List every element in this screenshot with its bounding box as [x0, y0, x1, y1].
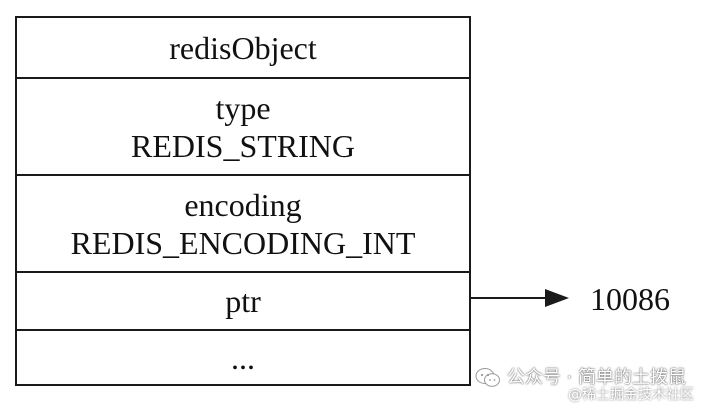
watermark: 公众号 · 简单的土拨鼠: [475, 367, 686, 389]
field-header: redisObject: [17, 18, 469, 79]
pointer-target-value: 10086: [590, 281, 670, 317]
watermark-text: 公众号 · 简单的土拨鼠: [506, 367, 686, 388]
wechat-icon: [475, 367, 501, 389]
field-ptr: ptr: [17, 273, 469, 331]
redis-object-record: redisObject type REDIS_STRING encoding R…: [15, 16, 471, 386]
field-type-name: type: [215, 89, 271, 126]
field-encoding-name: encoding: [184, 186, 302, 223]
field-type-value: REDIS_STRING: [130, 127, 355, 164]
field-ellipsis-label: ...: [231, 339, 255, 376]
field-encoding: encoding REDIS_ENCODING_INT: [17, 176, 469, 273]
field-ptr-label: ptr: [225, 283, 261, 319]
pointer-arrow-line: [471, 297, 549, 299]
field-type: type REDIS_STRING: [17, 79, 469, 176]
field-encoding-value: REDIS_ENCODING_INT: [70, 224, 416, 261]
watermark-subtext: @稀土掘金技术社区: [568, 387, 694, 403]
field-ellipsis: ...: [17, 331, 469, 384]
field-header-label: redisObject: [169, 29, 317, 66]
pointer-arrowhead: [545, 289, 569, 307]
